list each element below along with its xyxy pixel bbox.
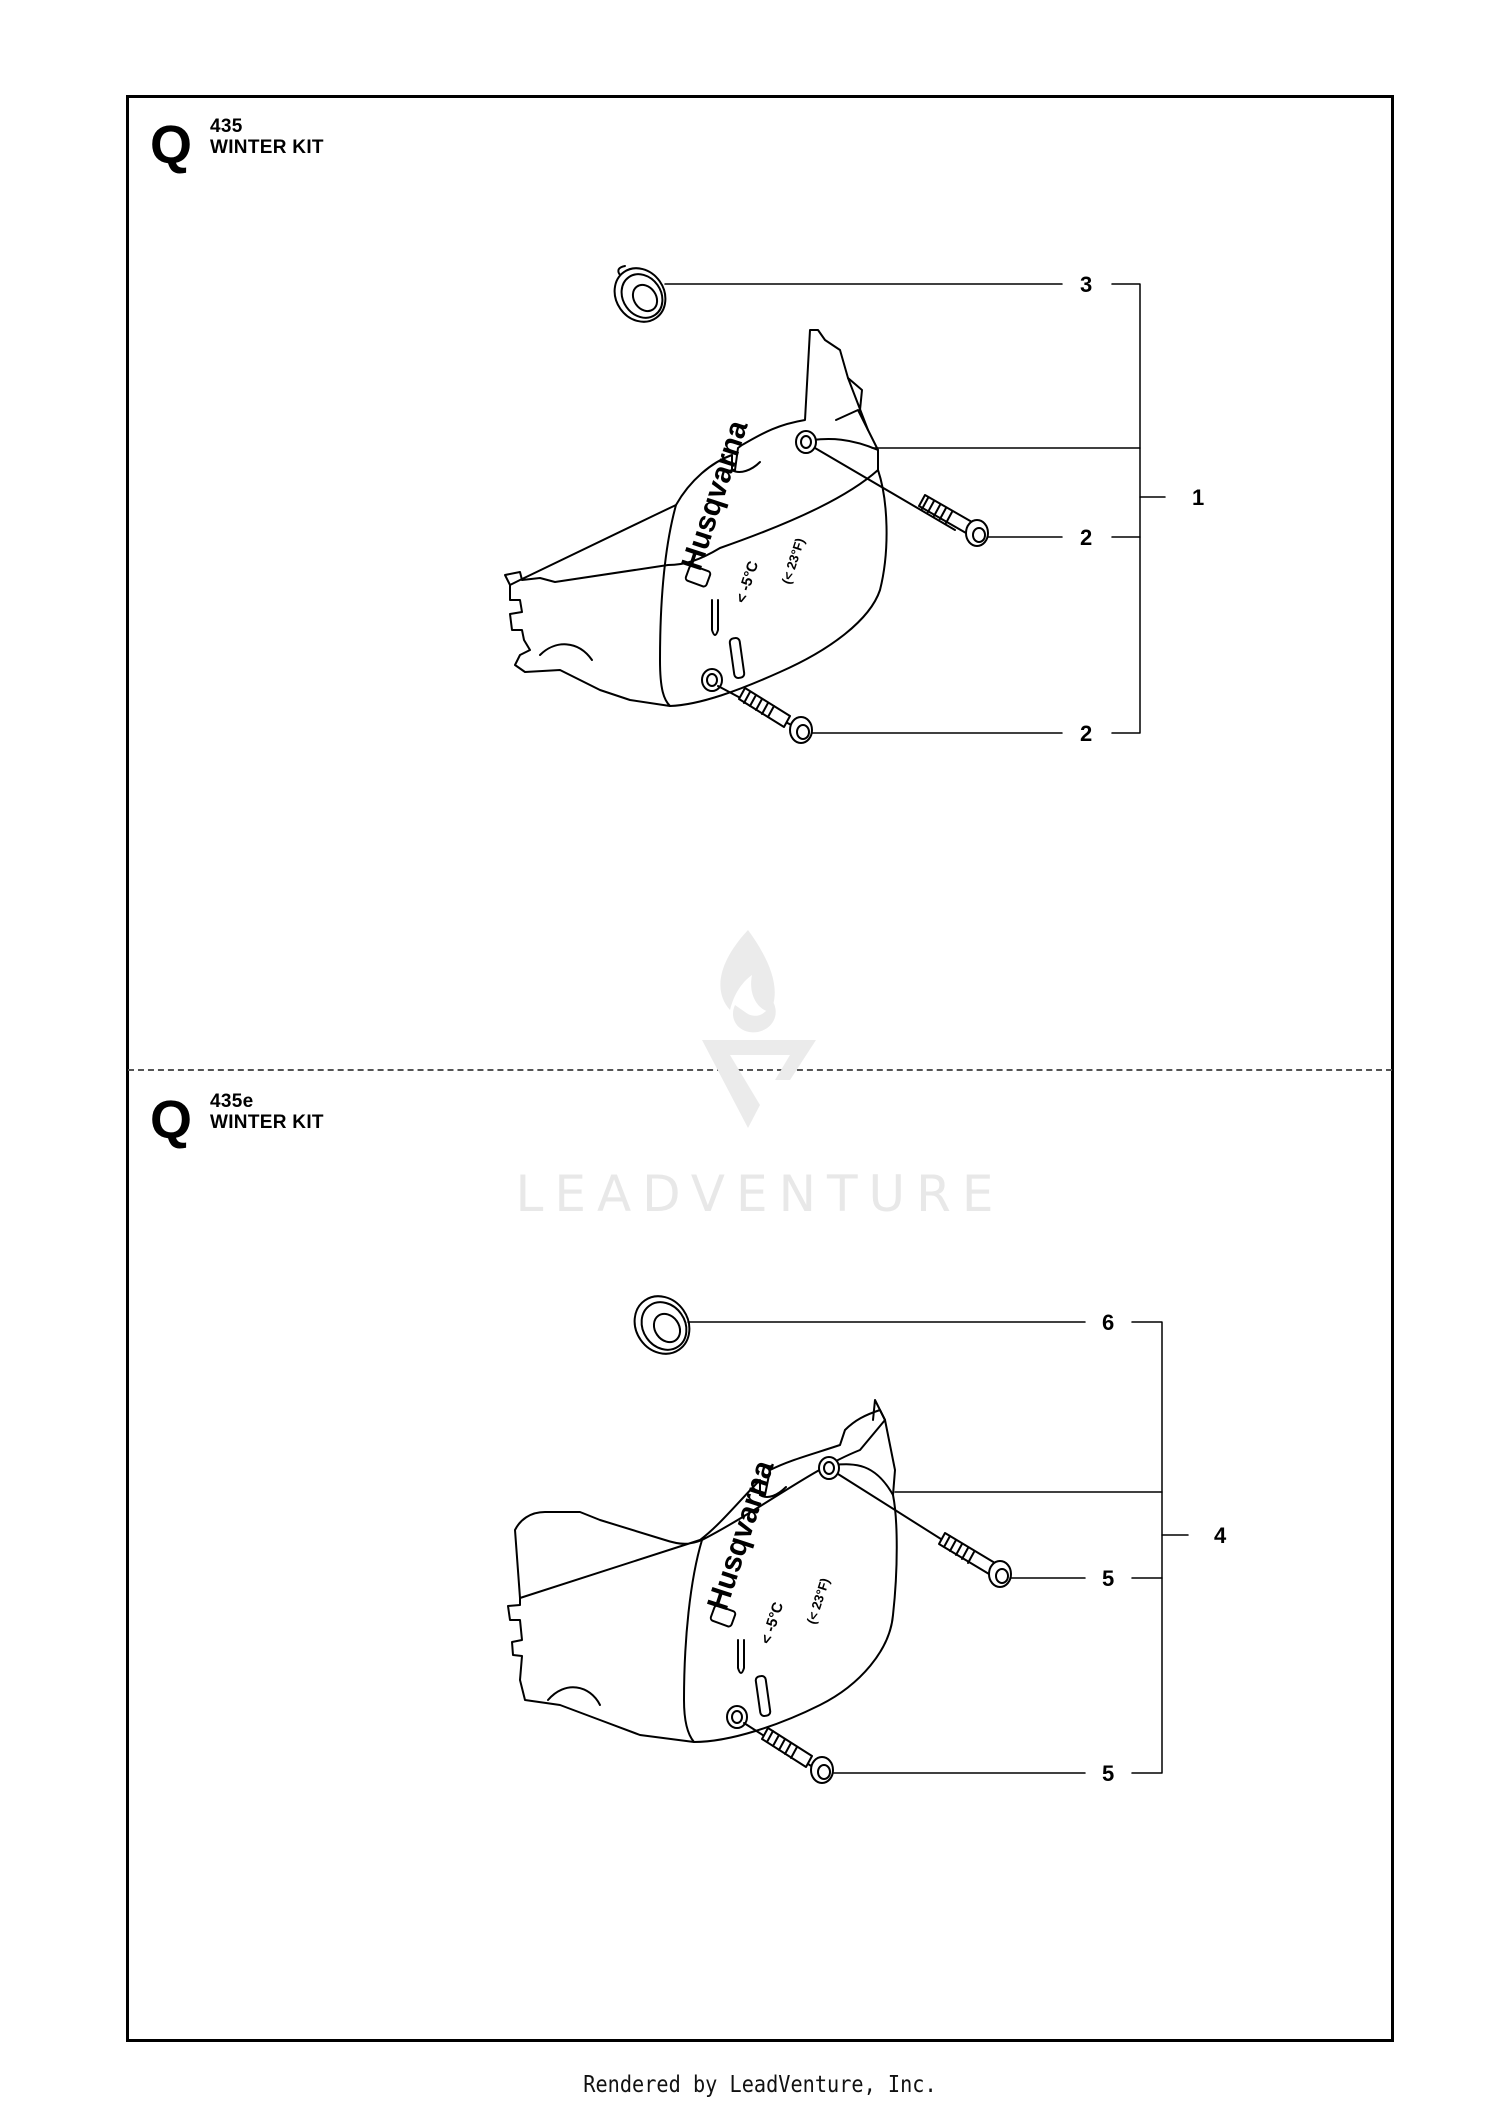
callout-part-2-lower: 2	[1080, 721, 1093, 746]
section-divider	[128, 1069, 1392, 1071]
watermark-text: LEADVENTURE	[515, 1165, 1005, 1223]
section-2-letter: Q	[150, 1090, 193, 1150]
leader-lines-section-2	[687, 1321, 1189, 1774]
callout-part-1: 1	[1192, 485, 1205, 510]
decal-temp-f-2: (< 23°F)	[804, 1576, 833, 1626]
screw-part-2-lower	[717, 685, 813, 744]
grommet-part-6	[633, 1295, 691, 1355]
callout-part-6: 6	[1102, 1310, 1115, 1335]
decal-temp-c-1: < -5°C	[733, 559, 763, 605]
grommet-part-3	[613, 265, 667, 323]
section-1-title: WINTER KIT	[210, 137, 324, 158]
cover-part-1	[504, 329, 888, 707]
decal-brand-2: Husqvarna	[701, 1456, 780, 1614]
callout-part-4: 4	[1214, 1523, 1227, 1548]
callout-part-5-upper: 5	[1102, 1566, 1115, 1591]
callout-part-2-upper: 2	[1080, 525, 1093, 550]
screw-part-5-lower	[743, 1722, 834, 1784]
cover-part-4	[507, 1399, 898, 1743]
screw-part-2-upper	[814, 447, 989, 547]
decal-temp-c-2: < -5°C	[758, 1600, 788, 1646]
section-1-model: 435	[210, 116, 243, 137]
section-2-title: WINTER KIT	[210, 1112, 324, 1133]
section-1-letter: Q	[150, 115, 193, 175]
diagram-frame	[126, 95, 1394, 2042]
footer-credit: Rendered by LeadVenture, Inc.	[583, 2072, 937, 2098]
section-2-model: 435e	[210, 1091, 254, 1112]
screw-part-5-upper	[837, 1473, 1012, 1588]
callout-part-3: 3	[1080, 272, 1093, 297]
callout-part-5-lower: 5	[1102, 1761, 1115, 1786]
leader-lines-section-1	[664, 283, 1166, 734]
decal-temp-f-1: (< 23°F)	[779, 536, 808, 586]
